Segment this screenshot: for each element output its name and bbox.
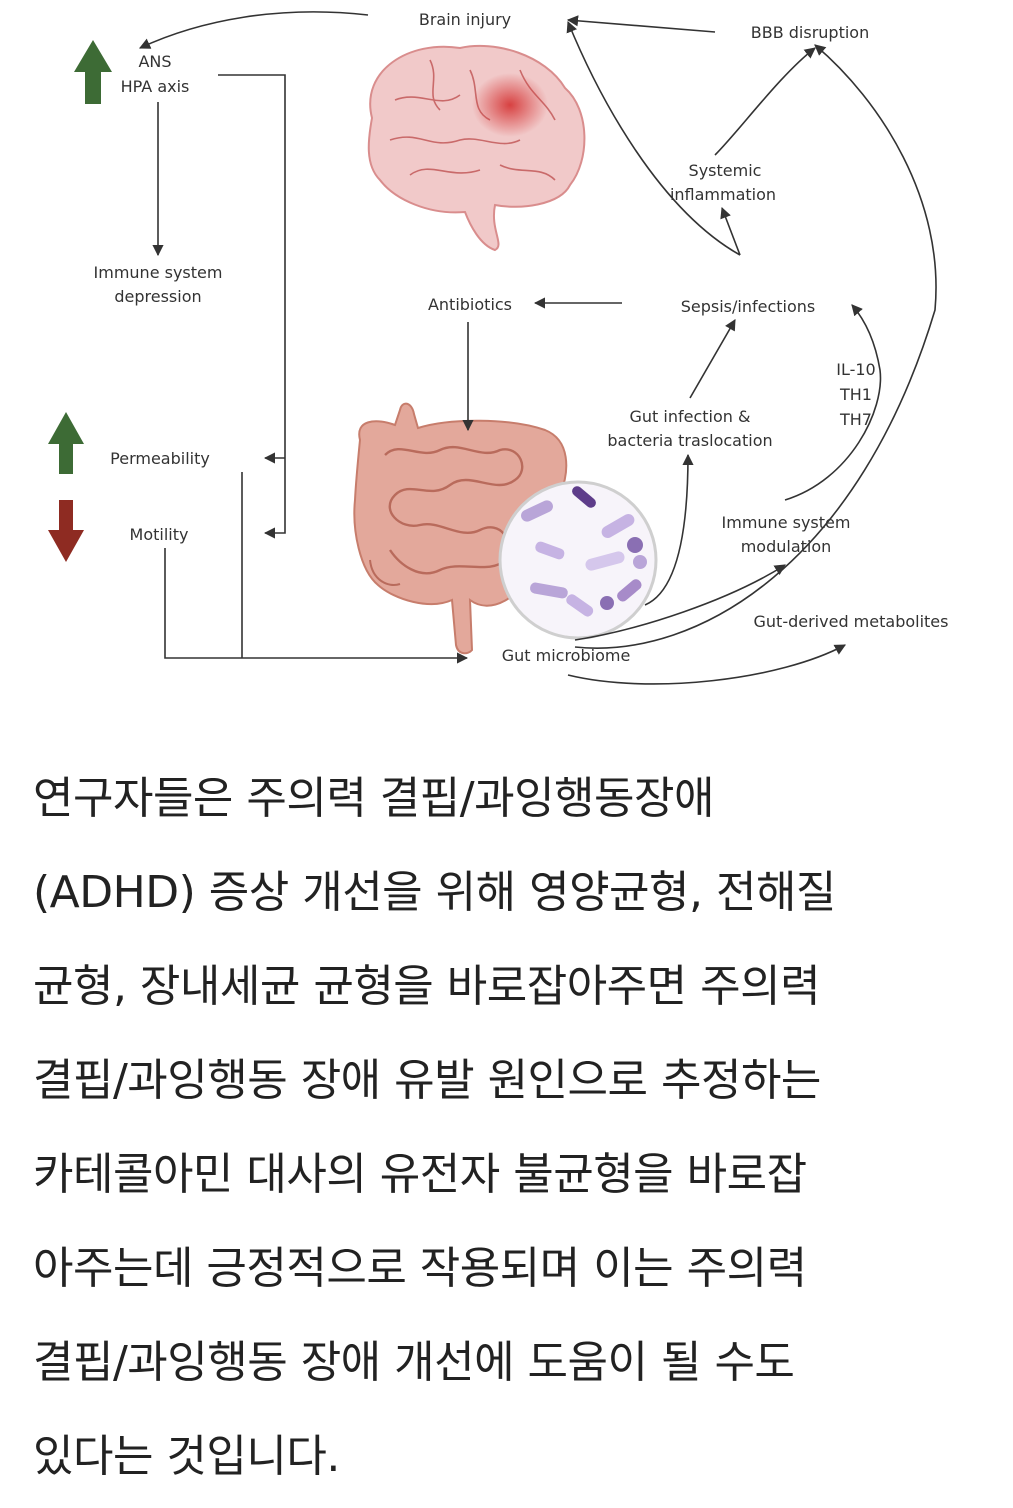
up-arrow-icon: [48, 412, 84, 474]
article-line: 아주는데 긍정적으로 작용되며 이는 주의력: [33, 1243, 807, 1294]
label-immune-modulation-2: modulation: [741, 537, 832, 556]
article-line: 결핍/과잉행동 장애 유발 원인으로 추정하는: [33, 1055, 821, 1106]
label-gut-microbiome: Gut microbiome: [502, 646, 631, 665]
label-brain-injury: Brain injury: [419, 10, 511, 29]
article-line: 균형, 장내세균 균형을 바로잡아주면 주의력: [33, 961, 821, 1012]
article-line: 연구자들은 주의력 결핍/과잉행동장애: [33, 773, 714, 824]
label-th1: TH1: [839, 385, 872, 404]
gut-brain-axis-diagram: Brain injury BBB disruption ANS HPA axis…: [48, 10, 949, 685]
up-arrow-icon: [74, 40, 112, 104]
connector-lines: [138, 11, 937, 685]
label-motility: Motility: [130, 525, 189, 544]
label-th7: TH7: [839, 410, 872, 429]
article-line: (ADHD) 증상 개선을 위해 영양균형, 전해질: [33, 867, 836, 918]
label-hpa-axis: HPA axis: [121, 77, 190, 96]
article-line: 있다는 것입니다.: [33, 1431, 340, 1482]
label-il10: IL-10: [836, 360, 875, 379]
label-sepsis: Sepsis/infections: [681, 297, 816, 316]
label-gut-infection-1: Gut infection &: [630, 407, 751, 426]
article-body: 연구자들은 주의력 결핍/과잉행동장애 (ADHD) 증상 개선을 위해 영양균…: [33, 752, 983, 1504]
label-systemic-inflammation-1: Systemic: [689, 161, 762, 180]
label-systemic-inflammation-2: inflammation: [670, 185, 776, 204]
label-immune-depression-1: Immune system: [94, 263, 223, 282]
brain-illustration: [367, 44, 586, 252]
bacteria-magnifier: [498, 480, 658, 640]
article-line: 결핍/과잉행동 장애 개선에 도움이 될 수도: [33, 1337, 795, 1388]
label-immune-depression-2: depression: [114, 287, 201, 306]
down-arrow-icon: [48, 500, 84, 562]
label-permeability: Permeability: [110, 449, 210, 468]
label-bbb-disruption: BBB disruption: [751, 23, 869, 42]
label-gut-infection-2: bacteria traslocation: [607, 431, 772, 450]
label-gut-metabolites: Gut-derived metabolites: [754, 612, 949, 631]
label-antibiotics: Antibiotics: [428, 295, 512, 314]
label-ans: ANS: [138, 52, 171, 71]
article-line: 카테콜아민 대사의 유전자 불균형을 바로잡: [33, 1149, 807, 1200]
label-immune-modulation-1: Immune system: [722, 513, 851, 532]
